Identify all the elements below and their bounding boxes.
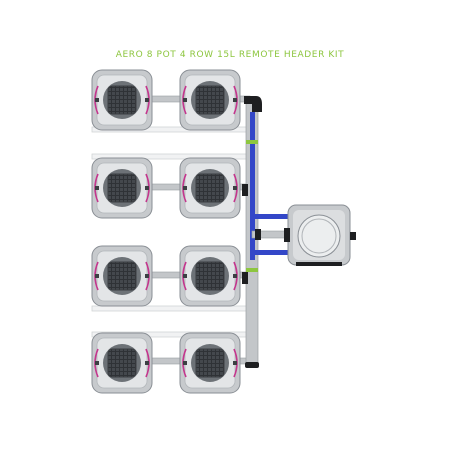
- net-pot: [107, 348, 137, 378]
- diagram-title: AERO 8 POT 4 ROW 15L REMOTE HEADER KIT: [115, 50, 345, 60]
- pot-row1-left: [91, 69, 153, 131]
- pot-fitting: [145, 98, 149, 102]
- pots-layer: [91, 69, 241, 394]
- pot-fitting: [95, 361, 99, 365]
- remote-header-tank: [284, 204, 356, 266]
- pot-fitting: [183, 98, 187, 102]
- manifold-green-band-2: [246, 268, 258, 272]
- pot-row2-right: [179, 157, 241, 219]
- feed-blue-upper: [252, 214, 294, 219]
- pot-fitting: [233, 98, 237, 102]
- manifold-tee-1: [242, 184, 248, 196]
- header-tank-base: [296, 262, 342, 266]
- pot-fitting: [145, 186, 149, 190]
- row-bar-3: [91, 305, 251, 312]
- pot-row2-left: [91, 157, 153, 219]
- net-pot: [195, 173, 225, 203]
- row-pipe-2: [149, 183, 185, 191]
- net-pot: [107, 85, 137, 115]
- row-pipe-1: [149, 95, 185, 103]
- net-pot: [107, 261, 137, 291]
- pot-row4-right: [179, 332, 241, 394]
- pot-row3-right: [179, 245, 241, 307]
- pot-row1-right: [179, 69, 241, 131]
- manifold-end-cap: [245, 362, 259, 368]
- pot-fitting: [183, 274, 187, 278]
- pot-row4-left: [91, 332, 153, 394]
- pot-fitting: [95, 186, 99, 190]
- manifold-green-band-1: [246, 140, 258, 144]
- pot-fitting: [233, 274, 237, 278]
- header-tank-lid: [297, 214, 341, 258]
- header-tank-outlet: [350, 232, 356, 240]
- net-pot: [107, 173, 137, 203]
- row-pipe-3: [149, 271, 185, 279]
- pot-fitting: [183, 186, 187, 190]
- pot-fitting: [233, 361, 237, 365]
- manifold-tee-2: [242, 272, 248, 284]
- manifold-top-elbow: [244, 96, 262, 112]
- pot-fitting: [145, 361, 149, 365]
- header-tank-lid-ring: [301, 218, 337, 254]
- header-tank-left-fitting: [284, 228, 290, 242]
- net-pot: [195, 85, 225, 115]
- net-pot: [195, 348, 225, 378]
- feed-black-fitting: [255, 229, 261, 240]
- pot-fitting: [183, 361, 187, 365]
- pot-fitting: [233, 186, 237, 190]
- row-pipes: [149, 95, 185, 365]
- pot-fitting: [145, 274, 149, 278]
- row-pipe-4: [149, 357, 185, 365]
- pot-row3-left: [91, 245, 153, 307]
- pot-fitting: [95, 274, 99, 278]
- net-pot: [195, 261, 225, 291]
- feed-blue-lower: [252, 250, 294, 255]
- pot-fitting: [95, 98, 99, 102]
- manifold-blue-pipe: [250, 112, 255, 260]
